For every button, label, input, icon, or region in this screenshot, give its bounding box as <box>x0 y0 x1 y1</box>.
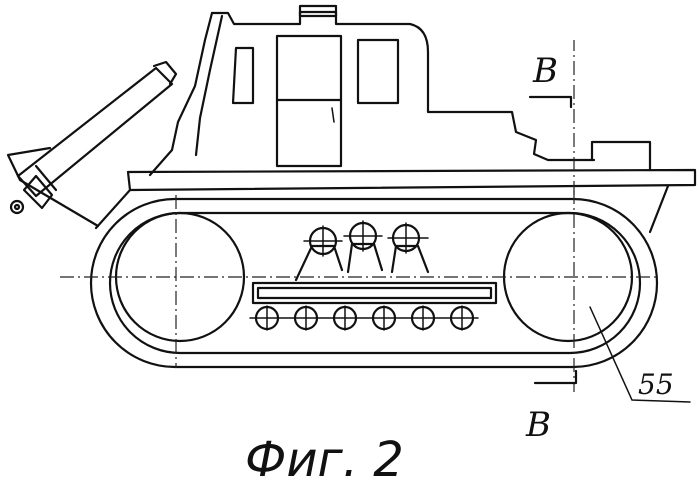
cab <box>150 6 594 175</box>
section-marker-top: В <box>530 51 571 107</box>
reference-number: 55 <box>638 368 674 401</box>
section-marker-bottom: В <box>525 371 576 445</box>
reference-leader: 55 <box>590 307 690 402</box>
figure-caption: Фиг. 2 <box>245 432 404 488</box>
support-rollers <box>296 221 428 280</box>
section-label-bottom: В <box>525 405 551 445</box>
bogie-frame <box>253 283 496 303</box>
centerlines <box>60 40 660 392</box>
engine-box <box>592 142 650 170</box>
section-label-top: В <box>532 51 558 91</box>
road-wheels <box>250 306 478 330</box>
